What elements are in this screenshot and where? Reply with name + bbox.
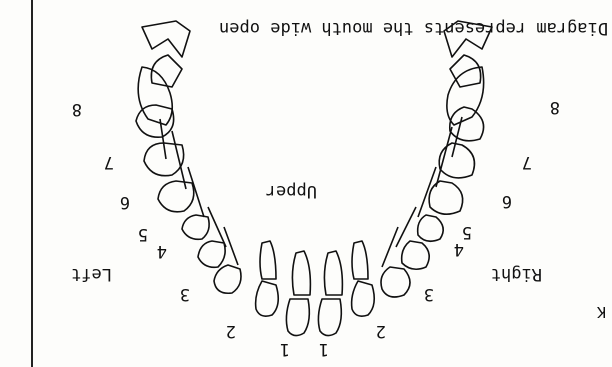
- tooth-right-6: [158, 181, 194, 212]
- tooth-num-left-1: 1: [280, 340, 290, 357]
- tooth-right-1-crown: [286, 299, 309, 336]
- tooth-right-5: [182, 215, 209, 239]
- tooth-num-right-5: 5: [462, 223, 472, 240]
- tooth-right-2-root: [260, 241, 276, 279]
- tooth-num-right-8: 8: [550, 98, 560, 115]
- tooth-num-left-7: 7: [104, 153, 114, 170]
- label-upper: Upper: [266, 182, 317, 199]
- label-left: Left: [71, 265, 112, 282]
- crown-cluster-right-top: [142, 21, 190, 87]
- tooth-num-left-3: 3: [180, 285, 190, 302]
- tooth-num-right-1: 1: [319, 340, 329, 357]
- tooth-left-5: [418, 215, 444, 241]
- tooth-left-1-root: [324, 251, 342, 295]
- tooth-left-3: [381, 267, 410, 297]
- tooth-left-1-crown: [318, 299, 341, 336]
- tooth-num-right-3: 3: [424, 285, 434, 302]
- tooth-num-left-2: 2: [226, 322, 236, 339]
- tooth-num-right-2: 2: [376, 322, 386, 339]
- tooth-num-right-7: 7: [522, 153, 532, 170]
- tooth-num-left-6: 6: [120, 193, 130, 210]
- tooth-num-left-5: 5: [138, 225, 148, 242]
- tooth-num-right-6: 6: [502, 192, 512, 209]
- diagram-caption: Diagram represents the mouth wide open: [219, 19, 608, 36]
- tooth-num-left-4: 4: [157, 242, 167, 259]
- tooth-num-right-4: 4: [454, 240, 464, 257]
- tooth-right-4: [198, 241, 225, 267]
- tooth-left-2-crown: [352, 281, 375, 316]
- root-cluster-right: [138, 67, 238, 265]
- tooth-right-3: [214, 265, 241, 293]
- label-right: Right: [491, 265, 542, 282]
- tooth-left-4: [402, 241, 430, 269]
- tooth-right-1-root: [292, 251, 310, 295]
- tooth-right-2-crown: [256, 281, 279, 316]
- tooth-left-2-root: [352, 241, 368, 279]
- stray-mark: K: [597, 304, 606, 319]
- margin-rule: [31, 0, 33, 367]
- tooth-num-left-8: 8: [72, 100, 82, 117]
- tooth-left-6: [429, 181, 463, 214]
- tooth-left-7: [439, 143, 474, 178]
